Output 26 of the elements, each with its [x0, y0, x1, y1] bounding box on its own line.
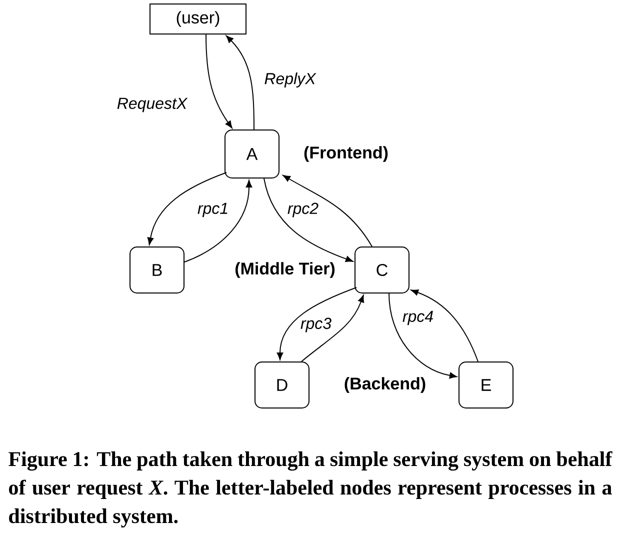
- process-box: B: [130, 246, 184, 294]
- tier-label: (Backend): [344, 377, 426, 393]
- tier-label: (Middle Tier): [235, 262, 335, 278]
- arrow: [206, 34, 232, 128]
- arrow: [226, 35, 254, 130]
- edge-label: RequestX: [116, 96, 188, 114]
- process-box: C: [354, 246, 410, 294]
- process-box: E: [458, 362, 514, 408]
- arrow: [276, 287, 357, 360]
- process-box: A: [224, 130, 280, 178]
- edge-label: rpc4: [401, 310, 435, 326]
- edge-label: rpc1: [196, 202, 230, 218]
- edge-label: rpc3: [299, 316, 333, 334]
- arrow: [147, 172, 227, 246]
- arrow: [282, 175, 372, 247]
- arrow: [264, 178, 354, 262]
- arrow: [410, 289, 478, 362]
- tier-label: (Frontend): [304, 146, 388, 162]
- arrow: [184, 180, 252, 262]
- caption: Figure 1: The path taken through a simple serving system on behalf of user request X. The letter-labeled nodes represent processes in a distributed system.: [8, 451, 612, 528]
- user-box: (user): [150, 4, 246, 34]
- process-box: D: [254, 362, 310, 408]
- arrow: [301, 294, 364, 362]
- edge-label: ReplyX: [263, 72, 317, 88]
- arrow: [388, 293, 458, 379]
- edge-label: rpc2: [286, 202, 320, 218]
